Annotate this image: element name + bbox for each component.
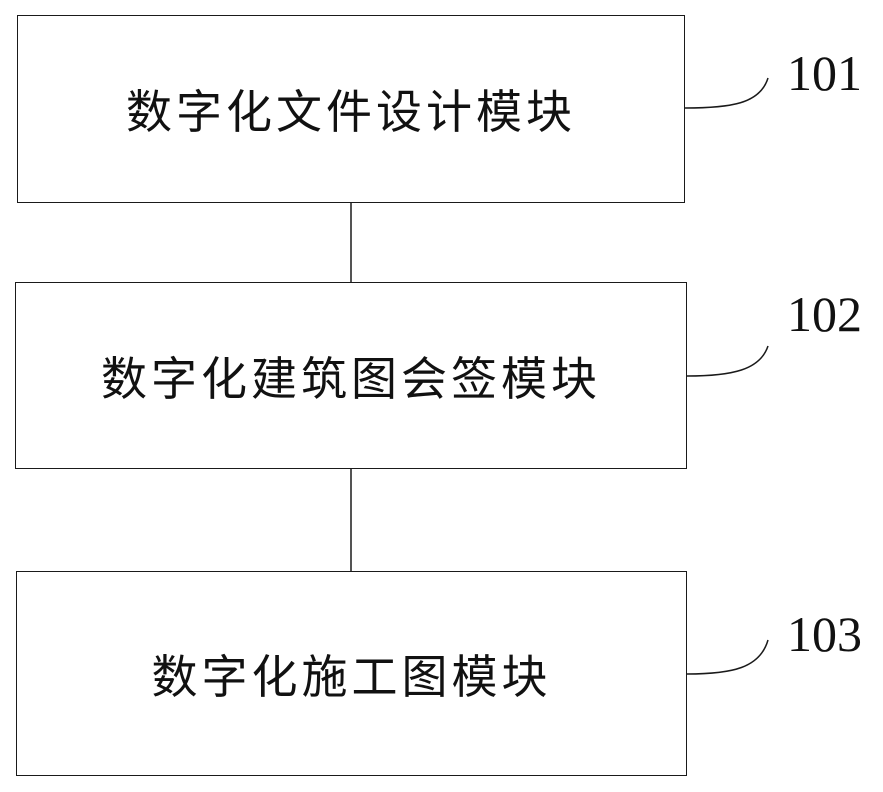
module-label-construction-drawing: 数字化施工图模块	[151, 649, 552, 704]
reference-number-101: 101	[787, 45, 862, 101]
leader-line-101	[684, 77, 769, 109]
module-label-file-design: 数字化文件设计模块	[126, 85, 576, 139]
reference-number-103: 103	[787, 606, 862, 662]
module-label-building-countersign: 数字化建筑图会签模块	[101, 351, 601, 406]
module-box-construction-drawing: 数字化施工图模块	[16, 571, 687, 776]
leader-line-103	[686, 639, 769, 675]
module-box-building-countersign: 数字化建筑图会签模块	[15, 282, 687, 469]
reference-number-102: 102	[787, 286, 862, 342]
module-box-file-design: 数字化文件设计模块	[17, 15, 685, 203]
leader-line-102	[686, 345, 769, 377]
